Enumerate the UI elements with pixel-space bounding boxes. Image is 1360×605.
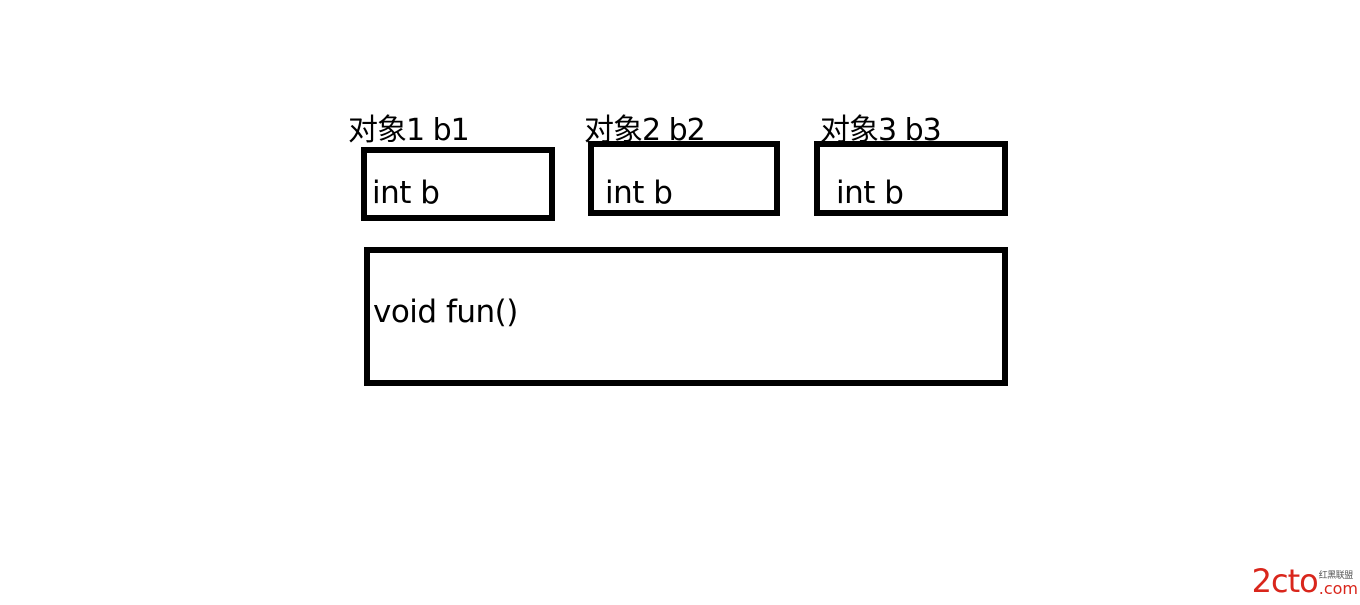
object-box-b3: int b — [814, 141, 1008, 216]
watermark-domain: .com — [1318, 579, 1358, 598]
method-box: void fun() — [364, 247, 1008, 386]
field-label-b1: int b — [372, 175, 440, 211]
object-label-b1: 对象1 b1 — [348, 113, 470, 148]
site-watermark: 2cto 红黑联盟 .com — [1252, 563, 1358, 597]
watermark-logo: 2cto — [1251, 562, 1319, 600]
watermark-tag: 红黑联盟 — [1318, 571, 1354, 581]
object-box-b2: int b — [588, 141, 780, 216]
object-box-b1: int b — [361, 147, 555, 221]
field-label-b2: int b — [605, 175, 673, 211]
method-label: void fun() — [373, 294, 518, 330]
watermark-sub: 红黑联盟 .com — [1319, 571, 1358, 597]
field-label-b3: int b — [836, 175, 904, 211]
object-label-b2: 对象2 b2 — [584, 113, 706, 148]
object-label-b3: 对象3 b3 — [820, 113, 942, 148]
